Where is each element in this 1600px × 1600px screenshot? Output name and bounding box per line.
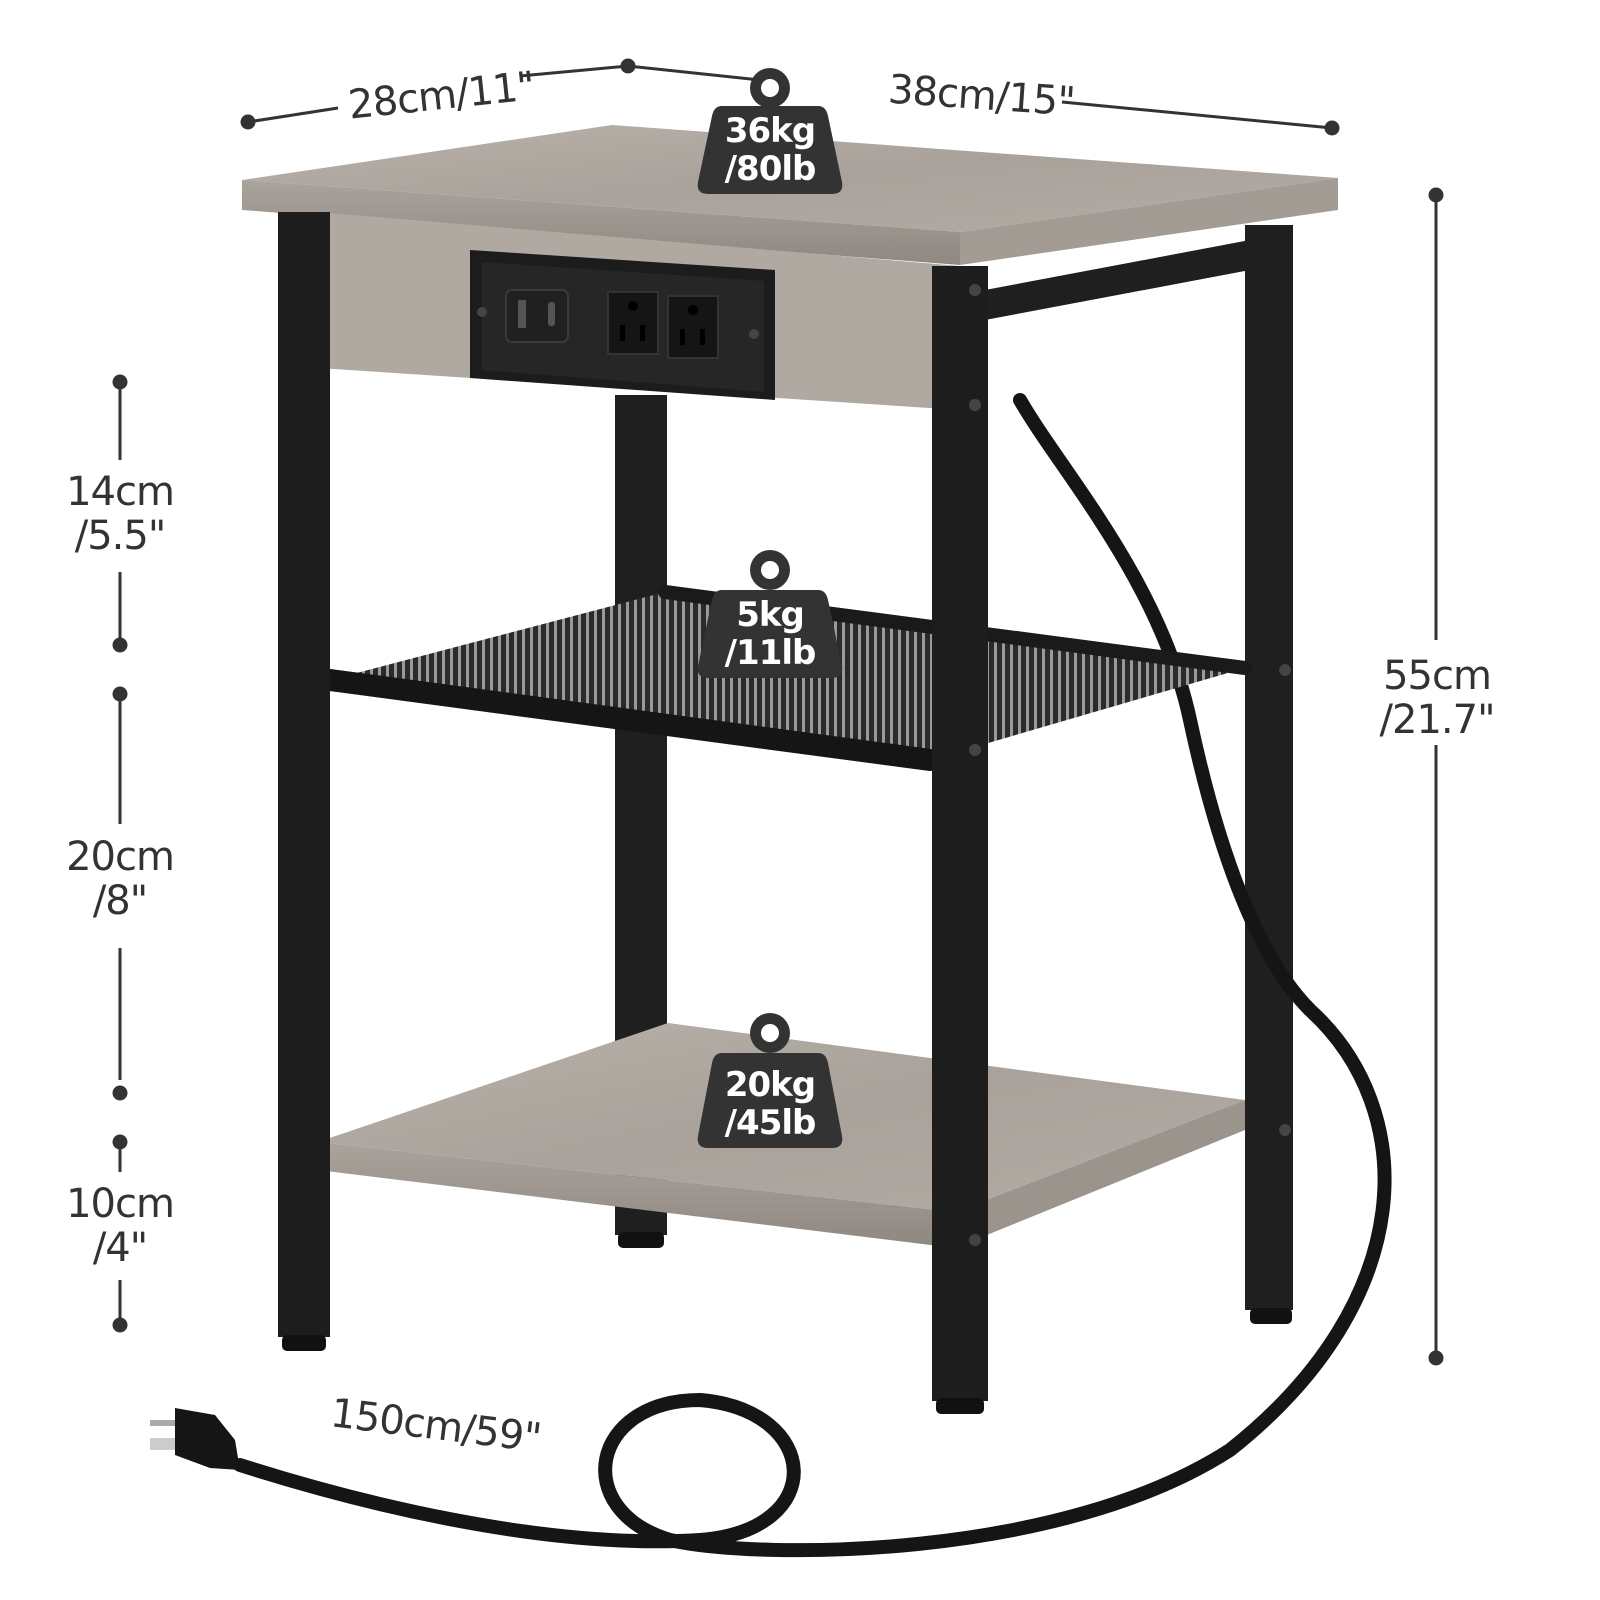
gap-middle-cm: 20cm (66, 834, 175, 880)
weight-capacity-top: 36kg /80lb (710, 112, 830, 188)
gap-top-in: /5.5" (74, 513, 167, 559)
gap-bottom-in: /4" (92, 1225, 148, 1271)
gap-middle-label: 20cm /8" (60, 835, 180, 923)
gap-bottom-label: 10cm /4" (60, 1182, 180, 1270)
weight-capacity-bottom: 20kg /45lb (710, 1066, 830, 1142)
ac-outlet-2 (667, 295, 719, 359)
weight-icon-bottom (697, 1013, 843, 1148)
back-rail (985, 240, 1250, 320)
weight-top-lb: /80lb (724, 149, 817, 189)
gap-top-cm: 14cm (66, 469, 175, 515)
weight-icon-mesh (697, 550, 843, 678)
gap-bottom-cm: 10cm (66, 1181, 175, 1227)
weight-top-kg: 36kg (724, 111, 816, 151)
front-legs (278, 212, 1292, 1414)
height-total-in: /21.7" (1379, 697, 1496, 743)
usb-port-module (505, 289, 569, 343)
height-total-label: 55cm /21.7" (1372, 654, 1502, 742)
weight-capacity-mesh: 5kg /11lb (710, 596, 830, 672)
weight-bottom-kg: 20kg (724, 1065, 816, 1105)
gap-middle-in: /8" (92, 878, 148, 924)
dimension-lines (112, 58, 1444, 1366)
plug-icon (150, 1408, 240, 1470)
ac-outlet-1 (607, 291, 659, 355)
weight-mesh-kg: 5kg (736, 595, 805, 635)
weight-bottom-lb: /45lb (724, 1103, 817, 1143)
power-cord (233, 393, 1392, 1558)
height-total-cm: 55cm (1383, 653, 1492, 699)
power-strip (470, 250, 775, 400)
weight-badge-shapes (697, 68, 843, 1148)
gap-top-label: 14cm /5.5" (60, 470, 180, 558)
weight-icon-top (697, 68, 843, 194)
weight-mesh-lb: /11lb (724, 633, 817, 673)
